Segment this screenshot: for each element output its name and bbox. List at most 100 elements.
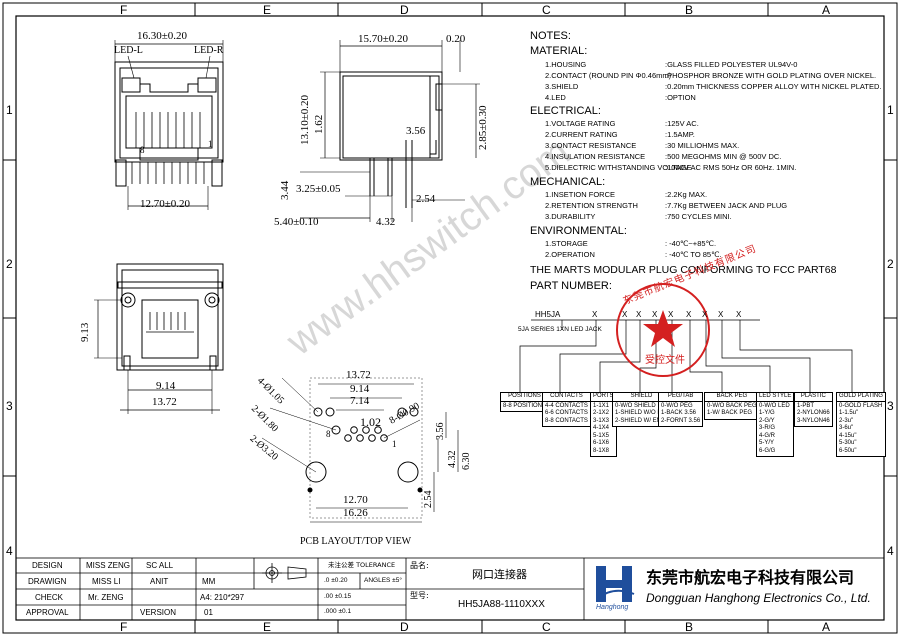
note-value: :125V AC. xyxy=(665,119,699,128)
col-label: D xyxy=(400,3,409,17)
row-label: 4 xyxy=(887,544,894,558)
pn-x: X xyxy=(686,310,692,319)
note-value: : -40℃ TO 85℃. xyxy=(665,250,722,259)
dim-text: 13.72 xyxy=(152,396,177,408)
tolerance-value: .00 ±0.15 xyxy=(324,593,352,600)
note-value: :OPTION xyxy=(665,93,696,102)
tolerance-angles: ANGLES ±5° xyxy=(364,577,402,584)
note-key: 1.INSETION FORCE xyxy=(545,190,616,199)
product-name-label: 品名: xyxy=(410,561,429,570)
note-key: 2.RETENTION STRENGTH xyxy=(545,201,638,210)
note-value: :1.5AMP. xyxy=(665,130,695,139)
section-heading: ELECTRICAL: xyxy=(530,105,601,117)
note-key: 3.DURABILITY xyxy=(545,212,596,221)
dim-text: 5.40±0.10 xyxy=(274,216,319,228)
dim-text: 12.70±0.20 xyxy=(140,198,191,210)
row-label: 3 xyxy=(887,399,894,413)
col-label: D xyxy=(400,620,409,634)
dim-text: 16.26 xyxy=(343,507,368,519)
dim-text: 1.62 xyxy=(313,114,325,134)
note-key: 5.DIELECTRIC WITHSTANDING VOLTAGE xyxy=(545,163,692,172)
col-label: B xyxy=(685,620,694,634)
company-name-en: Dongguan Hanghong Electronics Co., Ltd. xyxy=(646,591,871,605)
dim-text: 1 xyxy=(392,439,397,449)
dim-text: 7.14 xyxy=(350,395,370,407)
dim-text: 0.20 xyxy=(446,33,466,45)
note-value: : -40℃~+85℃. xyxy=(665,239,717,248)
dim-text: 8 xyxy=(326,429,331,439)
pn-prefix: HH5JA xyxy=(535,310,561,319)
tb-label: APPROVAL xyxy=(26,608,69,617)
tb-label: SC ALL xyxy=(146,561,174,570)
dim-text: 9.13 xyxy=(79,322,91,342)
row-label: 3 xyxy=(6,399,13,413)
dim-text: 2.85±0.30 xyxy=(477,105,489,150)
dim-text: 9.14 xyxy=(350,383,370,395)
row-label: 1 xyxy=(887,103,894,117)
note-key: 1.HOUSING xyxy=(545,60,587,69)
pn-x: X xyxy=(622,310,628,319)
view-caption: PCB LAYOUT/TOP VIEW xyxy=(300,536,412,547)
border-ticks xyxy=(3,3,897,633)
inner-border xyxy=(15,15,885,621)
tb-value: MISS LI xyxy=(92,577,121,586)
dim-text: 2.54 xyxy=(416,193,436,205)
pn-option-box: PLASTIC 1-PBT 2-NYLON66 3-NYLON46 xyxy=(794,392,833,427)
dim-text: 3.25±0.05 xyxy=(296,183,341,195)
note-value: :2.2Kg MAX. xyxy=(665,190,708,199)
pcb-layout xyxy=(261,377,459,523)
tb-label: CHECK xyxy=(35,593,64,602)
col-label: A xyxy=(822,620,831,634)
tb-value: 01 xyxy=(204,608,213,617)
row-label: 4 xyxy=(6,544,13,558)
section-heading: PART NUMBER: xyxy=(530,280,612,292)
note-value: :750 CYCLES MINI. xyxy=(665,212,732,221)
pn-option-box: POSITIONS 8-8 POSITIONS xyxy=(500,392,550,412)
dim-text: 9.14 xyxy=(156,380,176,392)
section-heading: MATERIAL: xyxy=(530,45,588,57)
notes-title: NOTES: xyxy=(530,30,571,42)
company-name-cn: 东莞市航宏电子科技有限公司 xyxy=(646,568,855,587)
note-value: :1000V AC RMS 50Hz OR 60Hz. 1MIN. xyxy=(665,163,797,172)
tb-value: MM xyxy=(202,577,216,586)
col-label: E xyxy=(263,3,272,17)
pn-option-box: BACK PEG 0-W/O BACK PEG 1-W/ BACK PEG xyxy=(704,392,760,420)
title-block-grid xyxy=(15,557,885,621)
note-key: 1.STORAGE xyxy=(545,239,588,248)
model-label: 型号: xyxy=(410,591,429,600)
note-key: 4.INSULATION RESISTANCE xyxy=(545,152,646,161)
dim-text: 3.56 xyxy=(435,422,446,441)
dim-text: 16.30±0.20 xyxy=(137,30,188,42)
tb-label: ANIT xyxy=(150,577,169,586)
pn-x: X xyxy=(592,310,598,319)
tb-value: Mr. ZENG xyxy=(88,593,124,602)
pn-option-box: PEG/TAB 0-W/O PEG 1-BACK 3.56 2-FORNT 3.… xyxy=(658,392,704,427)
part-number-tree xyxy=(519,319,853,392)
note-value: :500 MEGOHMS MIN @ 500V DC. xyxy=(665,152,782,161)
note-value: :PHOSPHOR BRONZE WITH GOLD PLATING OVER … xyxy=(665,71,877,80)
stamp-subtext: 受控文件 xyxy=(645,355,685,366)
dim-text: 15.70±0.20 xyxy=(358,33,409,45)
col-label: F xyxy=(120,620,128,634)
dim-text: 1.02 xyxy=(360,415,381,429)
col-label: C xyxy=(542,620,551,634)
tb-label: DRAWIGN xyxy=(28,577,67,586)
note-key: 3.SHIELD xyxy=(545,82,579,91)
dim-text: 12.70 xyxy=(343,494,368,506)
tb-label: VERSION xyxy=(140,608,177,617)
pn-x: X xyxy=(736,310,742,319)
row-label: 2 xyxy=(887,257,894,271)
col-label: B xyxy=(685,3,694,17)
rear-view xyxy=(94,263,224,414)
pn-series-label: 5JA SERIES 1XN LED JACK xyxy=(518,326,602,333)
front-view xyxy=(114,40,224,210)
dim-text: 3.56 xyxy=(406,125,426,137)
dim-text: 1 xyxy=(208,139,213,149)
col-label: E xyxy=(263,620,272,634)
tolerance-value: .000 ±0.1 xyxy=(324,608,352,615)
note-key: 4.LED xyxy=(545,93,566,102)
pn-option-box: LED STYLE 0-W/O LED 1-Y/G 2-G/Y 3-R/G 4-… xyxy=(756,392,795,457)
note-key: 3.CONTACT RESISTANCE xyxy=(545,141,637,150)
